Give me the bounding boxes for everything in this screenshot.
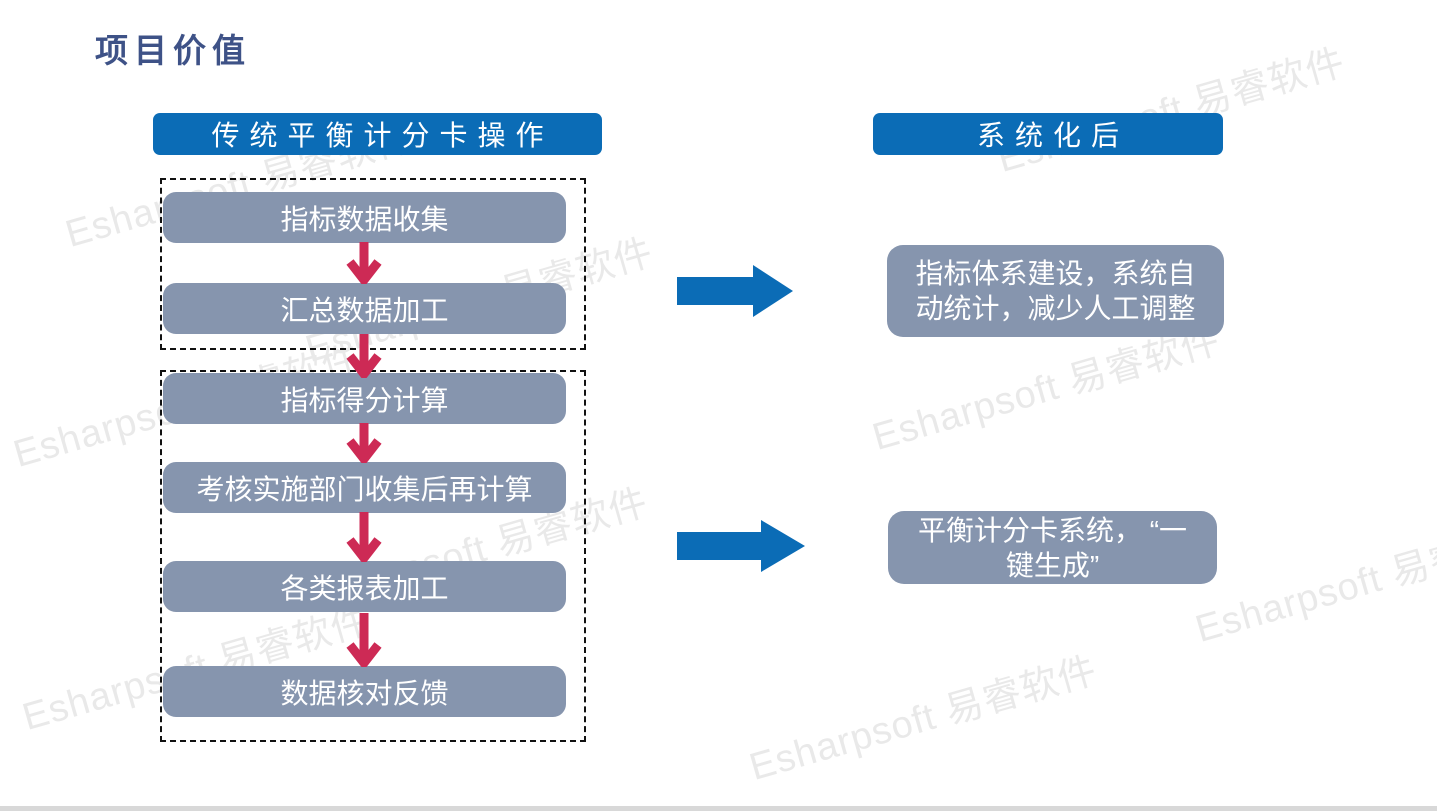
right-arrow-icon	[677, 265, 793, 317]
flow-step: 汇总数据加工	[163, 283, 566, 334]
flow-step: 各类报表加工	[163, 561, 566, 612]
page-title: 项目价值	[95, 32, 251, 69]
down-arrow-icon	[346, 423, 382, 463]
result-box: 平衡计分卡系统， “一键生成”	[888, 511, 1217, 584]
watermark-text: Esharpsoft 易睿软件	[745, 649, 1102, 789]
down-arrow-icon	[346, 512, 382, 562]
down-arrow-icon	[346, 334, 382, 378]
dashed-group-1	[160, 178, 586, 350]
left-column-header: 传统平衡计分卡操作	[153, 113, 602, 155]
result-box: 指标体系建设，系统自动统计，减少人工调整	[887, 245, 1224, 337]
flow-step: 指标得分计算	[163, 373, 566, 424]
down-arrow-icon	[346, 613, 382, 667]
right-column-header: 系统化后	[873, 113, 1223, 155]
flow-step: 考核实施部门收集后再计算	[163, 462, 566, 513]
watermark-text: Esharpsoft 易睿软件	[993, 41, 1350, 181]
down-arrow-icon	[346, 242, 382, 284]
watermark-text: Esharpsoft 易睿软件	[1191, 511, 1437, 651]
bottom-divider	[0, 806, 1437, 811]
right-arrow-icon	[677, 520, 805, 572]
flow-step: 数据核对反馈	[163, 666, 566, 717]
flow-step: 指标数据收集	[163, 192, 566, 243]
dashed-group-2	[160, 370, 586, 742]
